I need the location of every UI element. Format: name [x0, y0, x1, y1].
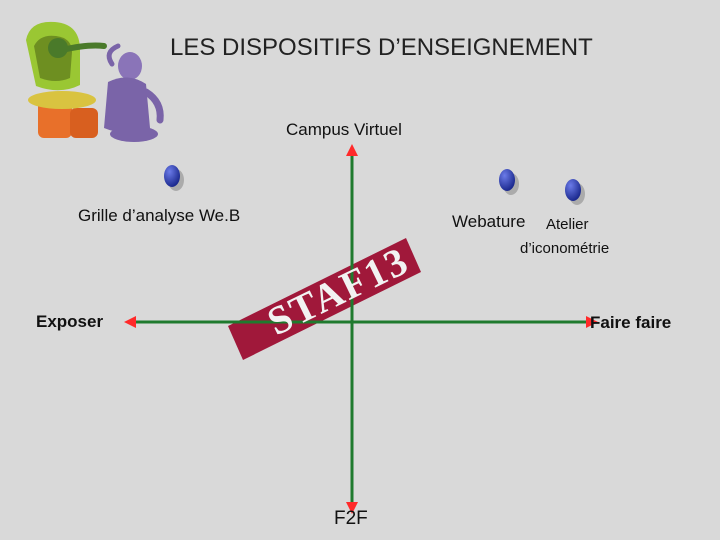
- axis-label-bottom: F2F: [334, 508, 368, 529]
- position-dot-webature: [499, 169, 519, 195]
- position-dot-atelier: [565, 179, 585, 205]
- arrowhead-top: [346, 144, 358, 156]
- page-title: LES DISPOSITIFS D’ENSEIGNEMENT: [170, 34, 593, 61]
- item-label-grille: Grille d’analyse We.B: [78, 206, 241, 225]
- arrowhead-bottom: [346, 502, 358, 514]
- item-label-atelier: Atelier: [546, 216, 589, 233]
- stamp-label: STAF13: [260, 237, 416, 344]
- arrowhead-left: [124, 316, 136, 328]
- position-dot-grille: [164, 165, 184, 191]
- item-label-iconometrie: d’iconométrie: [520, 240, 610, 257]
- clay-figures-teaching-icon: [26, 21, 164, 142]
- axis-label-right: Faire faire: [590, 313, 672, 332]
- axis-label-left: Exposer: [36, 312, 104, 331]
- item-label-webature: Webature: [452, 212, 526, 231]
- staf13-stamp: [228, 238, 421, 360]
- arrowhead-right: [586, 316, 598, 328]
- axis-label-top: Campus Virtuel: [286, 120, 402, 139]
